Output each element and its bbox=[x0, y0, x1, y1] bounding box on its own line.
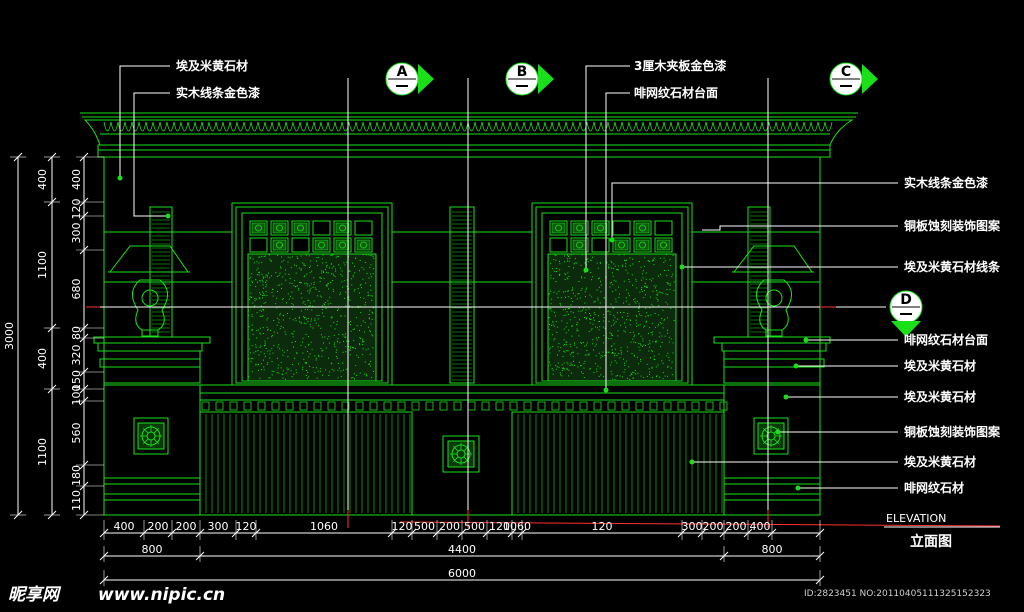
dim-bottom-group-1: 4400 bbox=[448, 543, 476, 556]
note-right-9: 啡网纹石材 bbox=[904, 480, 964, 495]
note-plywood-gold: 3厘木夹板金色漆 bbox=[634, 58, 726, 73]
dim-bottom-group-0: 800 bbox=[142, 543, 163, 556]
note-right-6: 埃及米黄石材 bbox=[904, 389, 976, 404]
dim-left-mid-2: 400 bbox=[36, 348, 49, 369]
dim-bottom-6: 120 bbox=[392, 520, 413, 533]
marker-a-label: A bbox=[397, 64, 408, 80]
dim-bottom-1: 200 bbox=[148, 520, 169, 533]
dim-left-mid-0: 400 bbox=[36, 169, 49, 190]
note-right-4: 啡网纹石材台面 bbox=[904, 332, 988, 347]
leader-dots bbox=[117, 175, 809, 491]
lamp-left bbox=[108, 245, 190, 337]
dim-bottom-group-2: 800 bbox=[762, 543, 783, 556]
note-right-8: 埃及米黄石材 bbox=[904, 454, 976, 469]
dim-bottom-7: 500 bbox=[414, 520, 435, 533]
dim-bottom-4: 120 bbox=[236, 520, 257, 533]
note-right-5: 埃及米黄石材 bbox=[904, 358, 976, 373]
dim-left-inner-10: 110 bbox=[70, 490, 83, 511]
dim-bottom-3: 300 bbox=[208, 520, 229, 533]
note-right-2: 铜板蚀刻装饰图案 bbox=[904, 218, 1001, 233]
cabinet bbox=[199, 384, 725, 516]
window-left bbox=[231, 202, 393, 386]
dim-left-mid-1: 1100 bbox=[36, 251, 49, 279]
dim-bottom-16: 400 bbox=[750, 520, 771, 533]
dim-bottom-15: 200 bbox=[726, 520, 747, 533]
dim-bottom-8: 200 bbox=[439, 520, 460, 533]
dim-bottom-9: 500 bbox=[464, 520, 485, 533]
dim-left-mid-3: 1100 bbox=[36, 438, 49, 466]
marker-b-label: B bbox=[517, 64, 528, 80]
dim-bottom-14: 200 bbox=[703, 520, 724, 533]
dim-bottom-10: 120 bbox=[489, 520, 510, 533]
marker-d-label: D bbox=[900, 292, 912, 308]
dim-left-inner-6: 150 bbox=[70, 370, 83, 391]
watermark-logo: 昵享网 bbox=[8, 585, 62, 605]
dim-bottom-0: 400 bbox=[114, 520, 135, 533]
note-right-3: 埃及米黄石材线条 bbox=[904, 259, 1001, 274]
watermark-url: www.nipic.cn bbox=[98, 585, 225, 605]
copper-etched-ornaments bbox=[137, 422, 785, 468]
dim-left-inner-3: 680 bbox=[70, 279, 83, 300]
cornice bbox=[80, 112, 858, 158]
section-marker-d: D bbox=[96, 290, 923, 337]
cornice-dentils bbox=[103, 121, 833, 132]
center-column-grooves bbox=[152, 211, 768, 381]
dim-bottom-12: 120 bbox=[592, 520, 613, 533]
leader-lines bbox=[119, 65, 898, 489]
window-tile-grid bbox=[249, 220, 673, 253]
section-marker-c: C bbox=[767, 62, 878, 528]
section-marker-a: A bbox=[347, 62, 434, 528]
note-egyptian-beige-top: 埃及米黄石材 bbox=[176, 58, 248, 73]
red-reference-lines bbox=[86, 306, 1001, 528]
title-en: ELEVATION bbox=[886, 512, 946, 525]
note-right-7: 铜板蚀刻装饰图案 bbox=[904, 424, 1001, 439]
note-marble-top: 啡网纹石材台面 bbox=[634, 85, 718, 100]
dim-left-inner-4: 80 bbox=[70, 326, 83, 340]
dim-bottom-2: 200 bbox=[176, 520, 197, 533]
watermark: 昵享网 www.nipic.cn ID:2823451 NO:201104051… bbox=[8, 585, 991, 605]
dim-left-inner-0: 400 bbox=[70, 169, 83, 190]
cabinet-fluting bbox=[201, 401, 728, 513]
stone-texture bbox=[248, 254, 675, 380]
title-block: ELEVATION 立面图 bbox=[884, 512, 1000, 550]
dim-left-inner-8: 560 bbox=[70, 423, 83, 444]
dim-left-inner-5: 320 bbox=[70, 345, 83, 366]
note-wood-gold-top: 实木线条金色漆 bbox=[176, 85, 260, 100]
annotations: 埃及米黄石材 实木线条金色漆 3厘木夹板金色漆 啡网纹石材台面 实木线条金色漆 … bbox=[176, 58, 1001, 495]
dim-bottom-total: 6000 bbox=[448, 567, 476, 580]
dim-left-inner-1: 120 bbox=[70, 199, 83, 220]
note-right-1: 实木线条金色漆 bbox=[904, 175, 988, 190]
dim-bottom-13: 300 bbox=[682, 520, 703, 533]
dim-left-inner-2: 300 bbox=[70, 223, 83, 244]
dim-left-total: 3000 bbox=[3, 322, 16, 350]
dim-bottom-5: 1060 bbox=[310, 520, 338, 533]
lamp-right bbox=[732, 245, 814, 337]
section-marker-b: B bbox=[467, 62, 554, 528]
title-cn: 立面图 bbox=[910, 533, 952, 550]
marker-c-label: C bbox=[841, 64, 851, 80]
dim-left-inner-9: 180 bbox=[70, 465, 83, 486]
dim-left-inner-7: 100 bbox=[70, 385, 83, 406]
dim-bottom-11: 1060 bbox=[503, 520, 531, 533]
watermark-id: ID:2823451 NO:20110405111325152323 bbox=[804, 589, 991, 599]
